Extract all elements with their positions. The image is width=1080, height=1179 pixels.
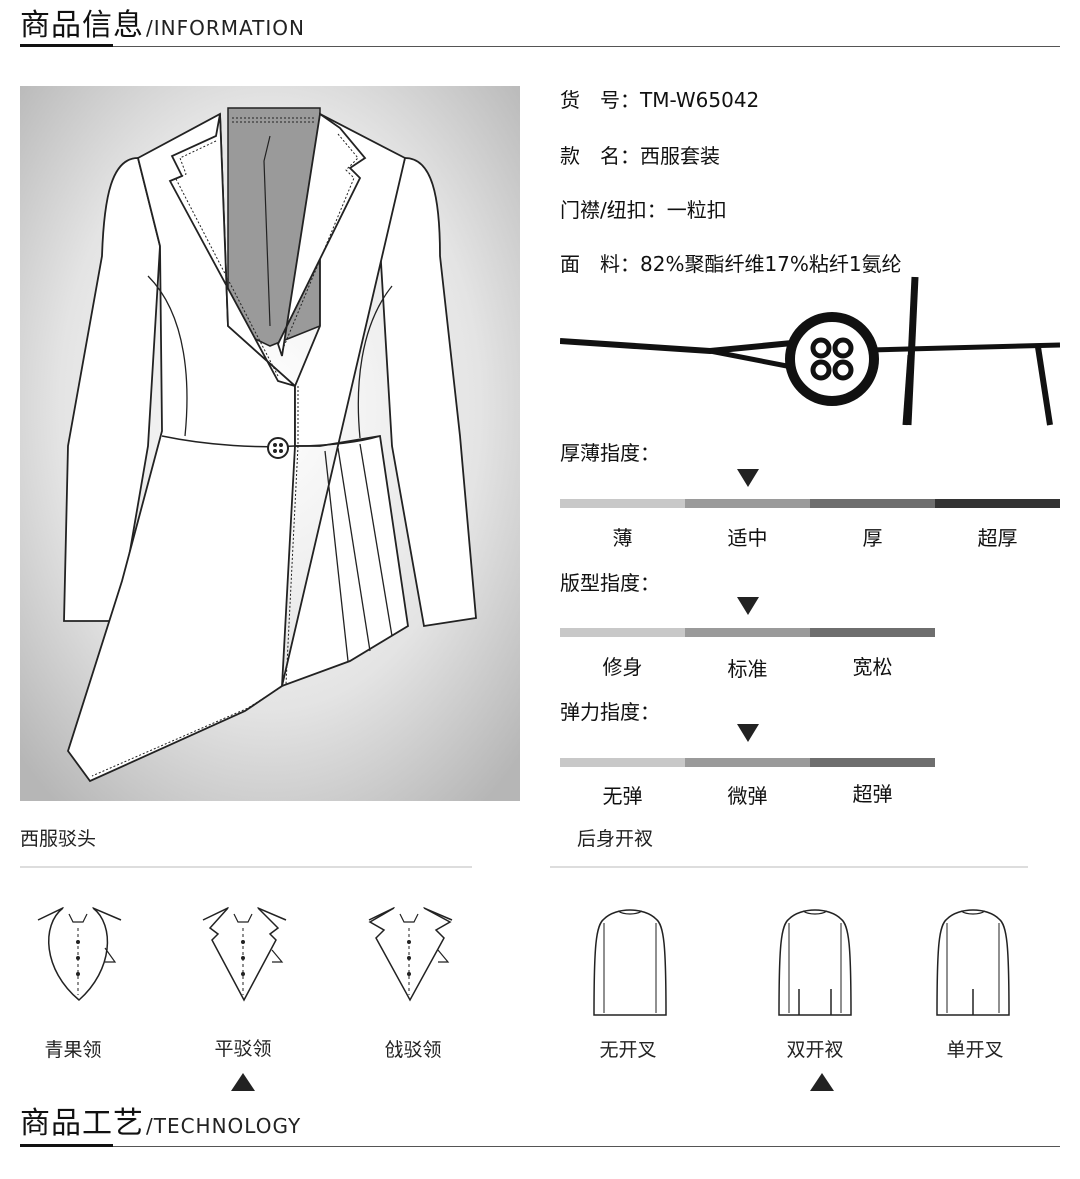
thickness-segment [685,499,810,508]
tech-section-title: 商品工艺/TECHNOLOGY [20,1098,301,1142]
vent-option-single: 单开叉 [946,1039,1004,1061]
spec-value: 一粒扣 [666,198,727,222]
elasticity-option: 无弹 [602,784,643,808]
spec-fabric: 面 料：82%聚酯纤维17%粘纤1氨纶 [560,248,902,277]
elasticity-segment [560,758,685,767]
fit-marker-icon [737,597,759,615]
button-closure-illustration [560,275,1060,430]
notch-lapel-icon [198,900,293,1010]
tech-title-en: /TECHNOLOGY [146,1114,302,1138]
vent-option-none: 无开叉 [599,1039,657,1061]
lapel-option-shawl: 青果领 [44,1039,102,1061]
lapel-caption: 西服驳头 [20,828,97,850]
thickness-marker-icon [737,469,759,487]
no-vent-icon [590,905,670,1025]
spec-label: 门襟/纽扣： [560,198,667,222]
vent-option-double: 双开衩 [786,1039,844,1061]
thickness-segment [810,499,935,508]
elasticity-segment [810,758,935,767]
vent-selected-marker-icon [810,1073,834,1091]
elasticity-segment [685,758,810,767]
shawl-lapel-icon [33,900,128,1010]
fit-option: 修身 [602,655,643,679]
info-divider [20,46,1060,47]
thickness-segment [935,499,1060,508]
vent-divider [550,866,1028,868]
jacket-illustration [20,86,520,801]
spec-value: TM-W65042 [640,88,760,112]
fit-option: 标准 [727,657,768,681]
lapel-selected-marker-icon [231,1073,255,1091]
spec-label: 款 名： [560,144,640,168]
lapel-option-notch: 平驳领 [214,1038,272,1060]
peak-lapel-icon [364,900,459,1010]
thickness-option: 适中 [727,526,768,550]
fit-segment [685,628,810,637]
single-vent-icon [933,905,1013,1025]
spec-value: 西服套装 [640,144,720,168]
lapel-divider [20,866,472,868]
spec-label: 面 料： [560,252,640,276]
elasticity-option: 超弹 [852,782,893,806]
spec-item-number: 货 号：TM-W65042 [560,84,759,113]
tech-divider [20,1146,1060,1147]
spec-label: 货 号： [560,88,640,112]
fit-option: 宽松 [852,655,893,679]
thickness-indicator-title: 厚薄指度： [560,441,660,465]
tech-title-cn: 商品工艺 [20,1106,144,1141]
thickness-option: 超厚 [977,526,1018,550]
fit-segment [810,628,935,637]
double-vent-icon [775,905,855,1025]
info-title-en: /INFORMATION [146,16,305,40]
info-section-title: 商品信息/INFORMATION [20,0,305,44]
info-title-cn: 商品信息 [20,8,144,43]
spec-style-name: 款 名：西服套装 [560,140,720,169]
fit-indicator-title: 版型指度： [560,571,660,595]
info-divider-accent [20,44,113,47]
elasticity-indicator-title: 弹力指度： [560,700,660,724]
thickness-segment [560,499,685,508]
vent-caption: 后身开衩 [577,828,654,850]
elasticity-marker-icon [737,724,759,742]
tech-divider-accent [20,1144,113,1147]
lapel-option-peak: 戗驳领 [384,1039,442,1061]
spec-button: 门襟/纽扣：一粒扣 [560,194,727,223]
thickness-option: 厚 [862,526,883,550]
elasticity-option: 微弹 [727,784,768,808]
fit-segment [560,628,685,637]
thickness-option: 薄 [612,526,633,550]
spec-value: 82%聚酯纤维17%粘纤1氨纶 [640,252,902,276]
